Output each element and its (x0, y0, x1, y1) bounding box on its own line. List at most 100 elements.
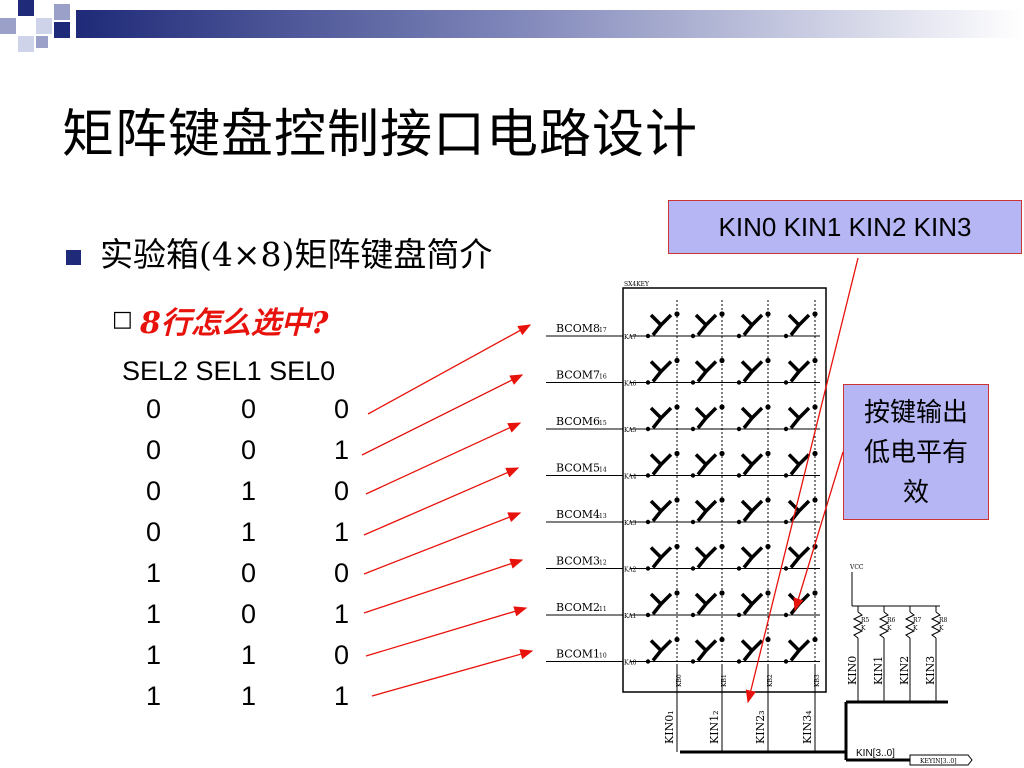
key-junction-dot (645, 659, 651, 664)
resistor-value: K (887, 625, 892, 632)
sel-bit-cell: 1 (146, 681, 162, 711)
sel-bit-cell: 0 (241, 394, 257, 424)
key-output-note-callout: 按键输出低电平有效 (843, 384, 989, 520)
key-switch-symbol (649, 313, 673, 337)
key-switch-symbol (787, 360, 811, 383)
key-junction-dot (645, 519, 651, 525)
resistor-value: K (939, 625, 944, 632)
sel-bit-cell: 0 (241, 599, 257, 629)
key-junction-dot (783, 473, 789, 478)
row-pin-number: 14 (599, 467, 607, 474)
key-switch-symbol (740, 546, 764, 569)
slide-title: 矩阵键盘控制接口电路设计 (62, 105, 699, 165)
sel-bit-cell: 0 (334, 558, 350, 588)
resistor-symbol (878, 611, 890, 639)
row-label-BCOM2: BCOM2 (556, 601, 600, 614)
key-contact-dot (765, 543, 771, 550)
key-switch-symbol (649, 499, 673, 523)
key-junction-dot (783, 659, 789, 664)
key-contact-dot (812, 404, 818, 410)
key-switch-symbol (787, 313, 811, 337)
key-switch-symbol (787, 639, 811, 662)
key-switch-symbol (694, 639, 718, 662)
key-output-note-line: 低电平有 (863, 438, 968, 468)
pullup-kin-label: KIN1 (872, 656, 885, 685)
row-select-arrow (363, 512, 522, 575)
resistor-value: K (913, 625, 918, 632)
key-output-note-line: 效 (902, 478, 929, 508)
column-pin-label: KB0 (676, 674, 683, 687)
column-kin-label: KIN0₁ (663, 710, 676, 744)
key-switch-symbol (649, 360, 673, 383)
bus-label: KIN[3..0] (856, 748, 895, 759)
sel-bit-cell: 1 (146, 599, 162, 629)
vcc-label: VCC (849, 564, 864, 571)
sel-table-header: SEL2 SEL1 SEL0 (122, 356, 336, 386)
key-contact-dot (765, 404, 771, 410)
key-junction-dot (645, 473, 651, 478)
chip-label: SX4KEY (624, 281, 650, 288)
key-switch-symbol (694, 313, 718, 337)
sel-bit-cell: 0 (334, 394, 350, 424)
key-junction-dot (736, 426, 742, 432)
key-switch-symbol (740, 499, 764, 523)
resistor-name: R8 (939, 617, 948, 624)
sub-bullet-marker: □ (112, 307, 133, 332)
sel-bit-cell: 1 (241, 640, 257, 670)
key-junction-dot (783, 333, 789, 339)
header-gradient-bar (76, 10, 1024, 38)
row-label-BCOM5: BCOM5 (556, 462, 600, 475)
bullet-keyboard-intro: 实验箱(4×8)矩阵键盘简介 (100, 235, 493, 274)
key-switch-symbol (740, 592, 764, 616)
note-callout-arrow (793, 451, 844, 612)
row-pin-number: 12 (599, 560, 607, 567)
column-kin-label: KIN3₄ (801, 710, 814, 744)
port-label: KEYIN[3..0] (920, 758, 957, 765)
column-kin-label: KIN2₃ (754, 710, 767, 744)
key-contact-dot (674, 543, 680, 550)
sel-bit-cell: 0 (146, 394, 162, 424)
sel-bit-cell: 0 (241, 435, 257, 465)
sel-bit-cell: 1 (241, 681, 257, 711)
key-switch-symbol (740, 313, 764, 337)
row-label-BCOM4: BCOM4 (556, 508, 600, 521)
key-junction-dot (736, 612, 742, 618)
bullet-row-select-question: 8行怎么选中? (140, 306, 329, 341)
key-switch-symbol (694, 406, 718, 430)
pullup-kin-label: KIN2 (898, 656, 911, 685)
row-label-BCOM3: BCOM3 (556, 555, 600, 568)
row-pin-number: 13 (599, 513, 607, 520)
key-switch-symbol (694, 546, 718, 569)
key-contact-dot (674, 404, 680, 410)
row-pin-number: 11 (599, 606, 607, 613)
resistor-name: R7 (913, 617, 922, 624)
sel-bit-cell: 0 (241, 558, 257, 588)
key-switch-symbol (740, 453, 764, 476)
key-switch-symbol (649, 406, 673, 430)
row-label-BCOM6: BCOM6 (556, 415, 600, 428)
row-pin-number: 10 (599, 653, 607, 660)
sel-bit-cell: 0 (146, 435, 162, 465)
row-select-arrow (363, 467, 520, 536)
key-switch-symbol (787, 546, 811, 569)
key-output-note-line: 按键输出 (863, 398, 968, 428)
keypad-chip-outline (622, 287, 827, 693)
key-junction-dot (783, 566, 789, 571)
key-junction-dot (783, 519, 789, 525)
key-junction-dot (690, 612, 696, 618)
column-pin-label: KB1 (721, 674, 728, 687)
row-port-label: KA6 (624, 381, 637, 388)
key-junction-dot (690, 566, 696, 571)
key-contact-dot (719, 636, 725, 643)
key-contact-dot (719, 404, 725, 410)
key-junction-dot (645, 426, 651, 432)
key-switch-symbol (694, 360, 718, 383)
key-switch-symbol (649, 592, 673, 616)
key-contact-dot (674, 636, 680, 643)
key-switch-symbol (787, 406, 811, 430)
pullup-kin-label: KIN0 (846, 656, 859, 685)
row-label-BCOM1: BCOM1 (556, 648, 600, 661)
row-port-label: KA1 (624, 613, 636, 620)
bullet-square (66, 250, 81, 265)
